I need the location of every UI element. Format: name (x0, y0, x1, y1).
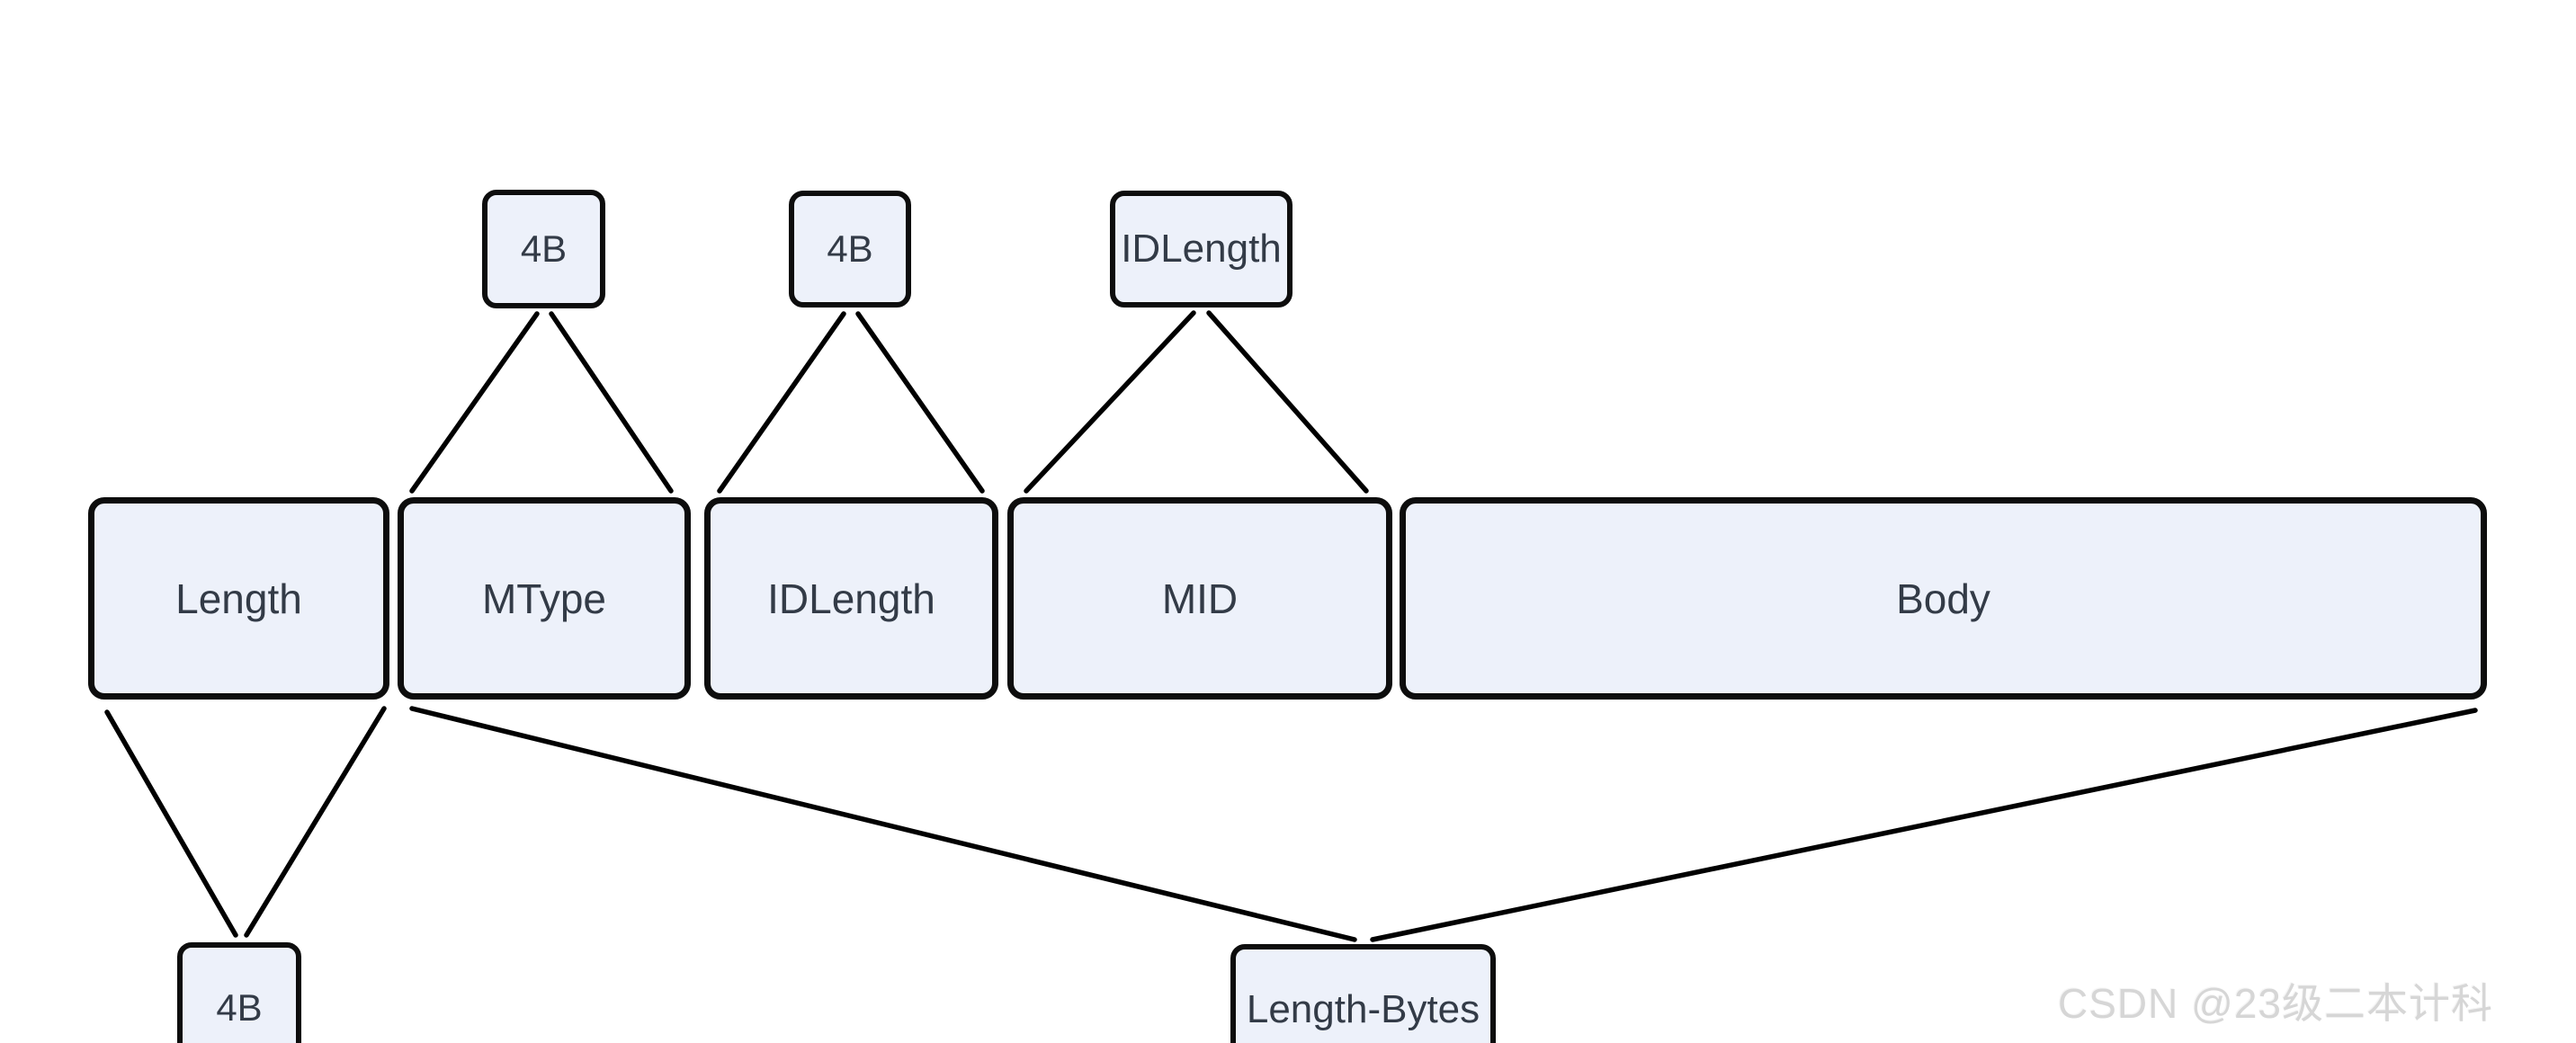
field-mtype-label: MType (481, 575, 607, 622)
box-length-bytes-label: Length-Bytes (1246, 986, 1480, 1031)
field-body-label: Body (1896, 575, 1990, 622)
field-mid-label: MID (1161, 575, 1239, 622)
box-idlength-mid-label: IDLength (1121, 227, 1282, 271)
box-4b-length: 4B (177, 942, 301, 1043)
box-4b-idlength-label: 4B (827, 227, 873, 270)
box-4b-idlength: 4B (789, 191, 911, 308)
box-field-idlength: IDLength (704, 497, 998, 700)
field-idlength-label: IDLength (767, 575, 935, 622)
box-field-mid: MID (1007, 497, 1392, 700)
box-4b-length-label: 4B (216, 985, 263, 1029)
box-field-body: Body (1400, 497, 2487, 700)
field-length-label: Length (175, 575, 302, 622)
box-field-length: Length (88, 497, 389, 700)
box-4b-mtype: 4B (482, 190, 605, 308)
box-field-mtype: MType (398, 497, 691, 700)
csdn-watermark: CSDN @23级二本计科 (2058, 980, 2493, 1027)
box-idlength-mid: IDLength (1110, 191, 1292, 308)
box-4b-mtype-label: 4B (520, 227, 568, 270)
box-length-bytes: Length-Bytes (1230, 944, 1496, 1043)
